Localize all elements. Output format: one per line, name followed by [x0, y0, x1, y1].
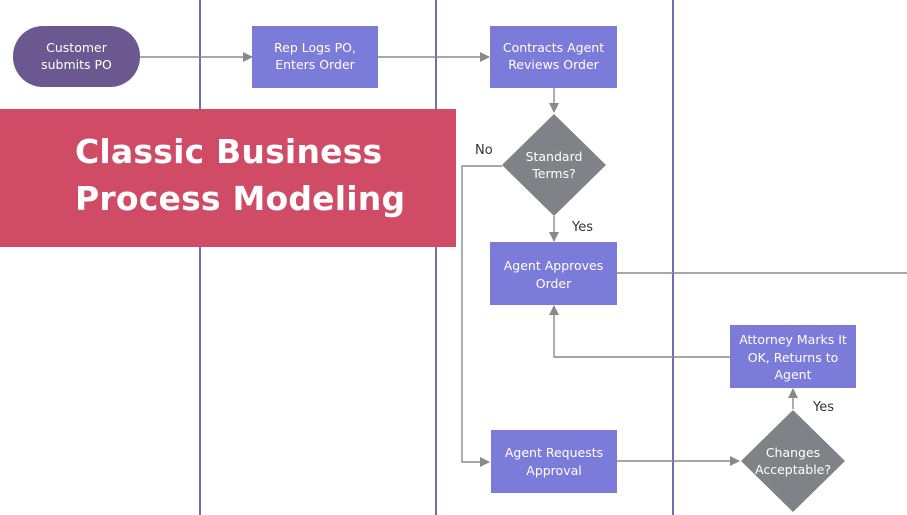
title-line-2: Process Modeling	[75, 179, 406, 218]
edge-label-yes: Yes	[812, 400, 834, 415]
node-text: Customer	[46, 40, 108, 55]
node-customer-submits-po[interactable]: Customer submits PO	[13, 26, 140, 87]
process-shape	[730, 325, 856, 388]
node-text: OK, Returns to	[748, 350, 839, 365]
node-agent-requests-approval[interactable]: Agent Requests Approval	[491, 430, 617, 493]
node-changes-acceptable-decision[interactable]: Changes Acceptable?	[741, 410, 845, 512]
terminator-shape	[13, 26, 140, 87]
node-text: Agent Approves	[504, 258, 604, 273]
node-text: Order	[536, 276, 572, 291]
node-text: Standard	[526, 149, 583, 164]
process-shape	[491, 430, 617, 493]
node-standard-terms-decision[interactable]: Standard Terms?	[502, 114, 606, 216]
title-line-1: Classic Business	[75, 132, 383, 171]
decision-shape	[502, 114, 606, 216]
node-text: Attorney Marks It	[739, 332, 847, 347]
node-text: Terms?	[531, 166, 575, 181]
node-text: Agent Requests	[505, 445, 603, 460]
edge-label-no: No	[475, 143, 493, 158]
edge-label-yes: Yes	[571, 220, 593, 235]
node-text: Changes	[766, 445, 820, 460]
connector-no-to-requests	[461, 165, 502, 467]
node-text: Enters Order	[275, 57, 355, 72]
node-text: submits PO	[41, 57, 112, 72]
node-text: Approval	[526, 463, 581, 478]
node-text: Reviews Order	[508, 57, 599, 72]
process-shape	[490, 242, 617, 305]
node-text: Acceptable?	[755, 462, 831, 477]
node-text: Agent	[775, 367, 812, 382]
node-text: Contracts Agent	[503, 40, 604, 55]
node-agent-approves-order[interactable]: Agent Approves Order	[490, 242, 617, 305]
connector-attorney-to-approves	[549, 305, 730, 358]
process-shape	[490, 26, 617, 88]
node-rep-logs-po[interactable]: Rep Logs PO, Enters Order	[252, 26, 378, 88]
node-attorney-marks-ok[interactable]: Attorney Marks It OK, Returns to Agent	[730, 325, 856, 388]
node-text: Rep Logs PO,	[274, 40, 356, 55]
title-banner: Classic Business Process Modeling	[0, 109, 456, 247]
node-contracts-agent-reviews[interactable]: Contracts Agent Reviews Order	[490, 26, 617, 88]
process-shape	[252, 26, 378, 88]
decision-shape	[741, 410, 845, 512]
